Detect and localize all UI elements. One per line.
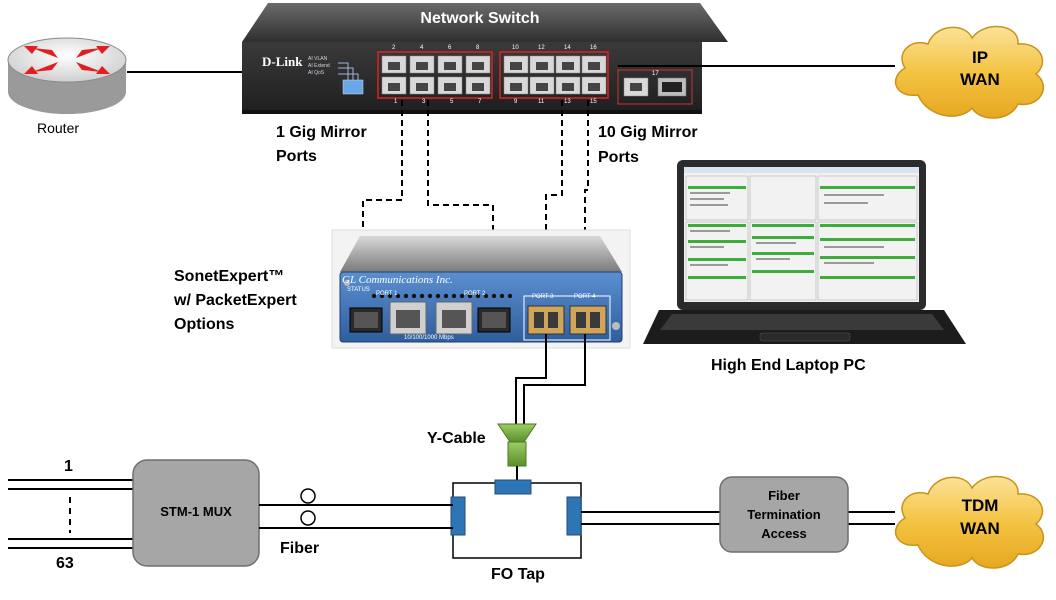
mirror-10g-label: 10 Gig Mirror bbox=[598, 124, 698, 141]
fiber-termination-box bbox=[719, 476, 849, 553]
sonet-label-2: w/ PacketExpert bbox=[174, 292, 297, 309]
port-number: 4 bbox=[420, 45, 424, 51]
port-number: 8 bbox=[476, 45, 480, 51]
mirror-1g-label: 1 Gig Mirror bbox=[276, 124, 367, 141]
sonet-label-1: SonetExpert™ bbox=[174, 268, 285, 285]
port-number: 13 bbox=[564, 99, 571, 105]
fta-line1: Fiber bbox=[768, 488, 800, 503]
mux-bottom-number: 63 bbox=[56, 555, 74, 572]
tdm-wan-line2: WAN bbox=[960, 519, 1000, 538]
sonet-label-3: Options bbox=[174, 316, 235, 333]
switch-panel-label: AI VLAN bbox=[308, 56, 328, 62]
stm1-mux-box bbox=[132, 459, 260, 567]
port-number: 1 bbox=[394, 99, 398, 105]
ycable-label: Y-Cable bbox=[427, 430, 486, 447]
sonetexpert-device bbox=[331, 229, 631, 349]
fo-tap-box bbox=[450, 479, 582, 559]
sonet-port2: PORT 2 bbox=[464, 291, 486, 297]
fiber-loop-icon bbox=[300, 488, 316, 526]
ip-wan-line1: IP bbox=[971, 48, 989, 67]
ip-wan-line2: WAN bbox=[960, 70, 1000, 89]
switch-panel-label: AI QoS bbox=[308, 70, 325, 76]
switch-brand: D-Link bbox=[262, 54, 303, 69]
port-number: 14 bbox=[564, 45, 571, 51]
port-number: 10 bbox=[512, 45, 519, 51]
port-number: 9 bbox=[514, 99, 518, 105]
fiber-label: Fiber bbox=[280, 540, 320, 557]
sonet-port3: PORT 3 bbox=[532, 294, 554, 300]
fta-line2: Termination bbox=[747, 507, 821, 522]
port-number: 5 bbox=[450, 99, 454, 105]
sonet-port1: PORT 1 bbox=[376, 291, 398, 297]
network-switch bbox=[242, 3, 728, 114]
uplink-port-number: 17 bbox=[652, 71, 659, 77]
ycable-connector-icon bbox=[497, 423, 537, 467]
port-number: 2 bbox=[392, 45, 396, 51]
fotap-label: FO Tap bbox=[491, 566, 545, 583]
sonet-maker: GL Communications Inc. bbox=[342, 274, 453, 286]
switch-panel-label: AI Extend bbox=[308, 63, 330, 69]
fiber-lines bbox=[259, 504, 895, 529]
mirror-1g-label-2: Ports bbox=[276, 148, 317, 165]
router-icon bbox=[7, 37, 127, 114]
mux-tributary-lines bbox=[8, 479, 133, 549]
mux-label: STM-1 MUX bbox=[160, 504, 232, 519]
laptop-label: High End Laptop PC bbox=[711, 357, 866, 374]
port-number: 16 bbox=[590, 45, 597, 51]
router-label: Router bbox=[37, 120, 80, 136]
switch-title: Network Switch bbox=[420, 10, 540, 27]
port-number: 3 bbox=[422, 99, 426, 105]
mirror-10g-label-2: Ports bbox=[598, 149, 639, 166]
port-number: 15 bbox=[590, 99, 597, 105]
laptop-icon bbox=[643, 160, 966, 344]
fta-line3: Access bbox=[761, 526, 807, 541]
ycable-lines bbox=[515, 334, 586, 424]
port-number: 7 bbox=[478, 99, 482, 105]
tdm-wan-line1: TDM bbox=[961, 496, 999, 515]
sonet-speed: 10/100/1000 Mbps bbox=[404, 335, 454, 341]
port-number: 11 bbox=[538, 99, 545, 105]
tdm-wan-cloud bbox=[894, 475, 1045, 569]
mux-top-number: 1 bbox=[64, 458, 73, 475]
port-number: 12 bbox=[538, 45, 545, 51]
ip-wan-cloud bbox=[894, 25, 1045, 119]
sonet-port4: PORT 4 bbox=[574, 294, 596, 300]
sonet-status: STATUS bbox=[347, 287, 370, 293]
port-number: 6 bbox=[448, 45, 452, 51]
